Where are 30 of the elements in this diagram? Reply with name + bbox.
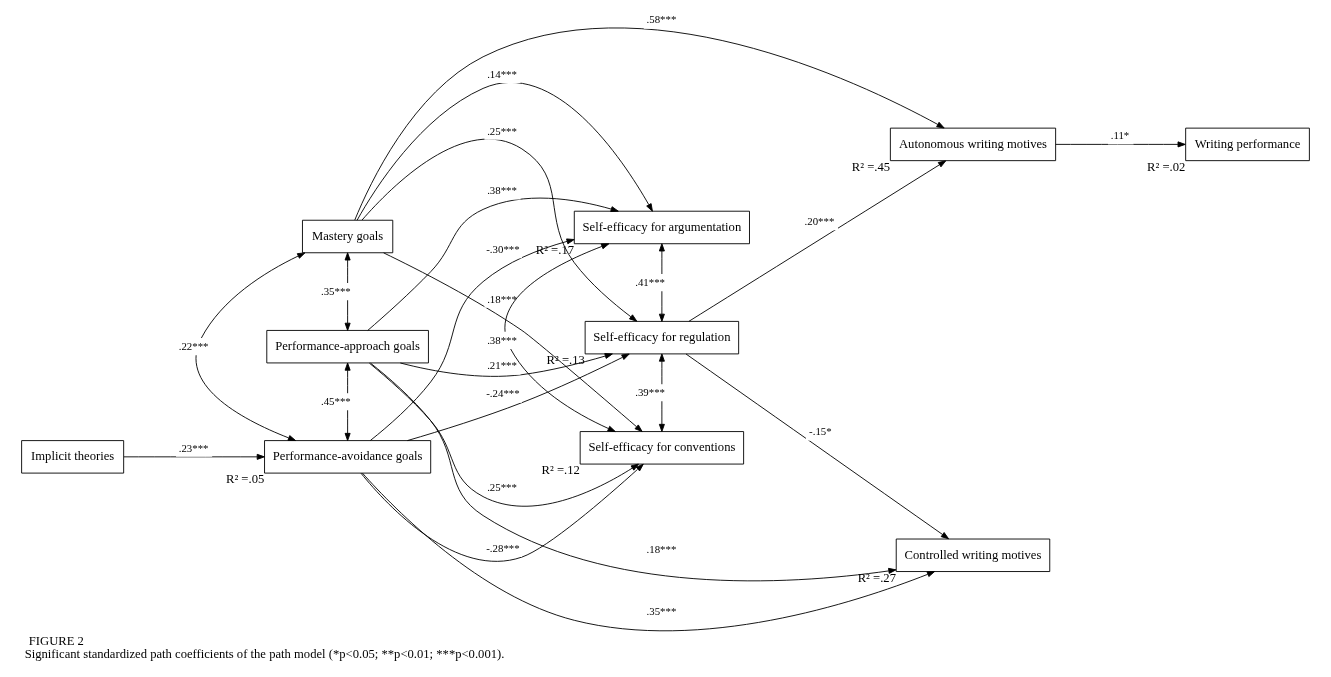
edge-label: .38***	[487, 333, 517, 346]
node-label: R² =.05	[225, 472, 265, 487]
edge-label: .25***	[487, 481, 517, 494]
edge-label: .11*	[1110, 129, 1130, 142]
node-label: R² =.27	[857, 570, 896, 585]
node-label: R² =.12	[541, 463, 580, 478]
edge-label: .14***	[487, 67, 517, 80]
edge-label: .21***	[487, 359, 517, 372]
edge-label: .18***	[487, 292, 517, 305]
edge-label: -.24***	[486, 387, 520, 400]
edge-label: .38***	[487, 184, 517, 197]
caption: Significant standardized path coefficients of the path model (*p<0.05; **p<0.01; ***p<0.001).	[24, 647, 505, 662]
node-label: R² =.45	[851, 159, 891, 174]
edge-label: .20***	[804, 214, 835, 227]
edge-label: -.30***	[486, 242, 520, 255]
edge-label: .41***	[635, 275, 666, 288]
edge-label: .25***	[487, 124, 517, 137]
edge-label: .18***	[646, 542, 677, 555]
node-label: R² =.02	[1147, 159, 1186, 174]
edge-label: -.28***	[486, 541, 520, 554]
edge-label: .58***	[646, 13, 677, 26]
edge-label: .35***	[646, 604, 677, 617]
edge-label: .22***	[178, 339, 209, 352]
edge-label: .35***	[320, 284, 351, 297]
edge-label: .45***	[320, 395, 351, 408]
node-label: R² =.13	[546, 353, 585, 368]
edge-label: .23***	[178, 441, 209, 454]
edge-label: .39***	[635, 385, 666, 398]
diagram-title: FIGURE 2	[28, 633, 84, 648]
edge-label: -.15*	[809, 425, 832, 438]
